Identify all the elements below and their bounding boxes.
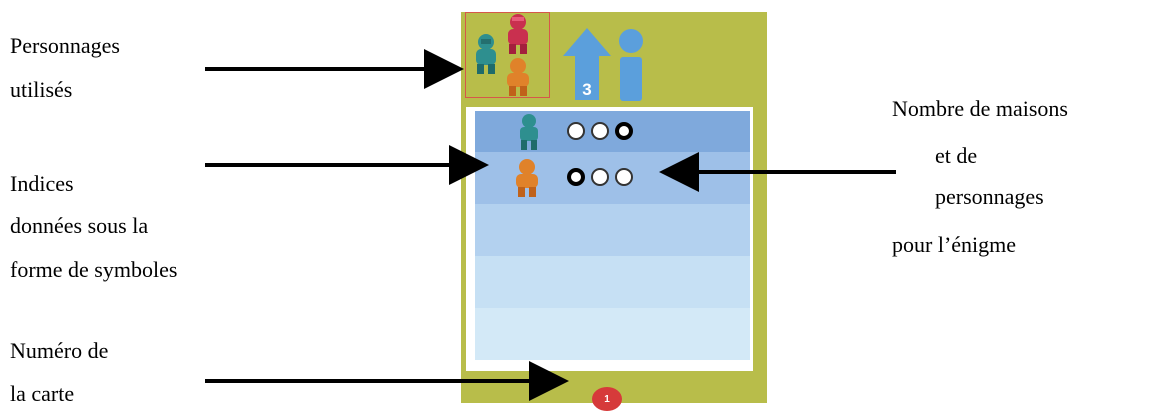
label-personnages-2: utilisés	[10, 77, 73, 102]
clue-row-2	[475, 152, 750, 204]
clue-row-4	[475, 256, 750, 308]
label-numero-1: Numéro de	[10, 338, 109, 363]
person-icon	[619, 29, 643, 101]
house-circle	[567, 122, 585, 140]
label-personnages-1: Personnages	[10, 33, 120, 58]
red-character-icon	[508, 14, 528, 54]
label-numero-2: la carte	[10, 381, 75, 406]
teal-character-icon	[476, 34, 496, 74]
puzzle-card: 3	[461, 12, 767, 411]
house-arrow-icon	[563, 28, 611, 100]
characters-used-box	[465, 12, 550, 98]
house-circle-highlighted	[615, 122, 633, 140]
clue-row-1	[475, 111, 750, 152]
annotation-arrows	[205, 49, 896, 401]
label-nombre-3: personnages	[935, 184, 1044, 209]
label-indices-1: Indices	[10, 171, 74, 196]
house-count: 3	[582, 80, 592, 99]
clues-panel	[466, 107, 753, 371]
teal-character-icon	[520, 114, 538, 150]
label-nombre-2: et de	[935, 143, 978, 168]
label-nombre-1: Nombre de maisons	[892, 96, 1068, 121]
house-circle	[591, 168, 609, 186]
orange-character-icon	[507, 58, 529, 96]
house-circle-highlighted	[567, 168, 585, 186]
house-circle	[591, 122, 609, 140]
label-nombre-4: pour l’énigme	[892, 232, 1017, 257]
clue-row-5	[475, 308, 750, 360]
orange-character-icon	[516, 159, 538, 197]
house-circle	[615, 168, 633, 186]
clue-row-3	[475, 204, 750, 256]
label-indices-3: forme de symboles	[10, 257, 178, 282]
label-indices-2: données sous la	[10, 213, 149, 238]
